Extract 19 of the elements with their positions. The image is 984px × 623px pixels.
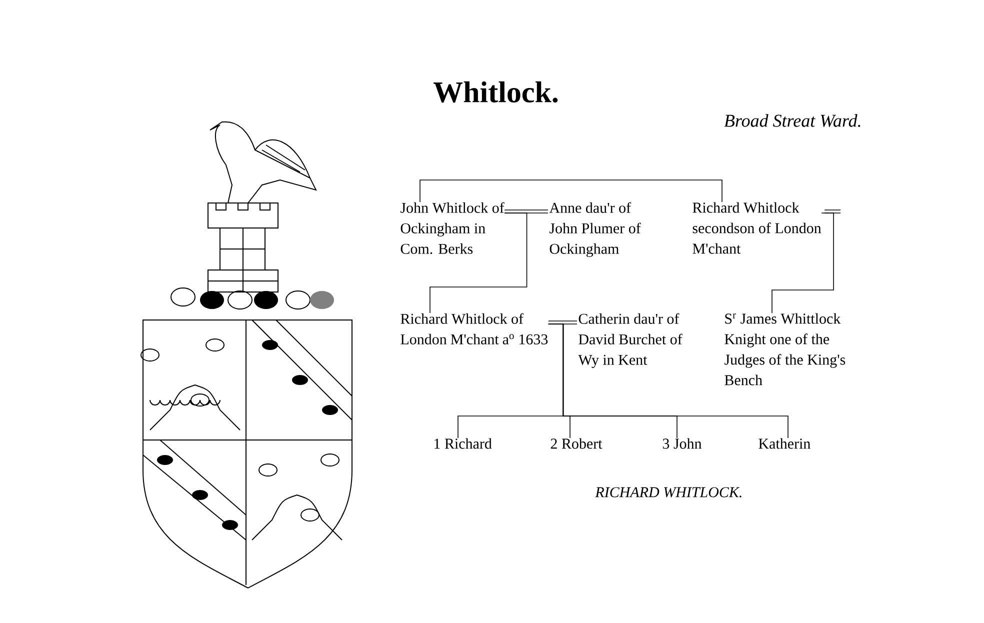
person-name: S$^{r}$ James Whittlock Knight one of the Judges of the King's Bench	[724, 313, 846, 386]
person-name: Catherin dau'r of David Burchet of Wy in Kent	[578, 313, 682, 368]
descent-line	[430, 212, 528, 314]
title: Whitlock.	[434, 81, 558, 103]
person-name: Anne dau'r of John Plumer of Ockingham	[549, 202, 641, 257]
person-name: 3 John	[662, 438, 702, 449]
sibling-line	[420, 180, 722, 202]
marriage-line	[548, 320, 578, 324]
person-name: Richard Whitlock secondson of London M'chant	[692, 202, 822, 254]
person-name: Katherin	[758, 438, 810, 449]
descent-line	[548, 324, 788, 438]
marriage-line	[504, 210, 548, 214]
descent-line	[772, 212, 834, 314]
signature: RICHARD WHITLOCK.	[595, 487, 742, 498]
person-name: Richard Whitlock of London M'chant a$^{o}$ 1633	[400, 313, 548, 344]
person-name: 1 Richard	[434, 438, 492, 449]
person-name: 2 Robert	[550, 438, 602, 449]
ward-name: Broad Streat Ward.	[724, 114, 860, 127]
person-name: John Whitlock of Ockingham in Com. Berks	[400, 202, 504, 254]
